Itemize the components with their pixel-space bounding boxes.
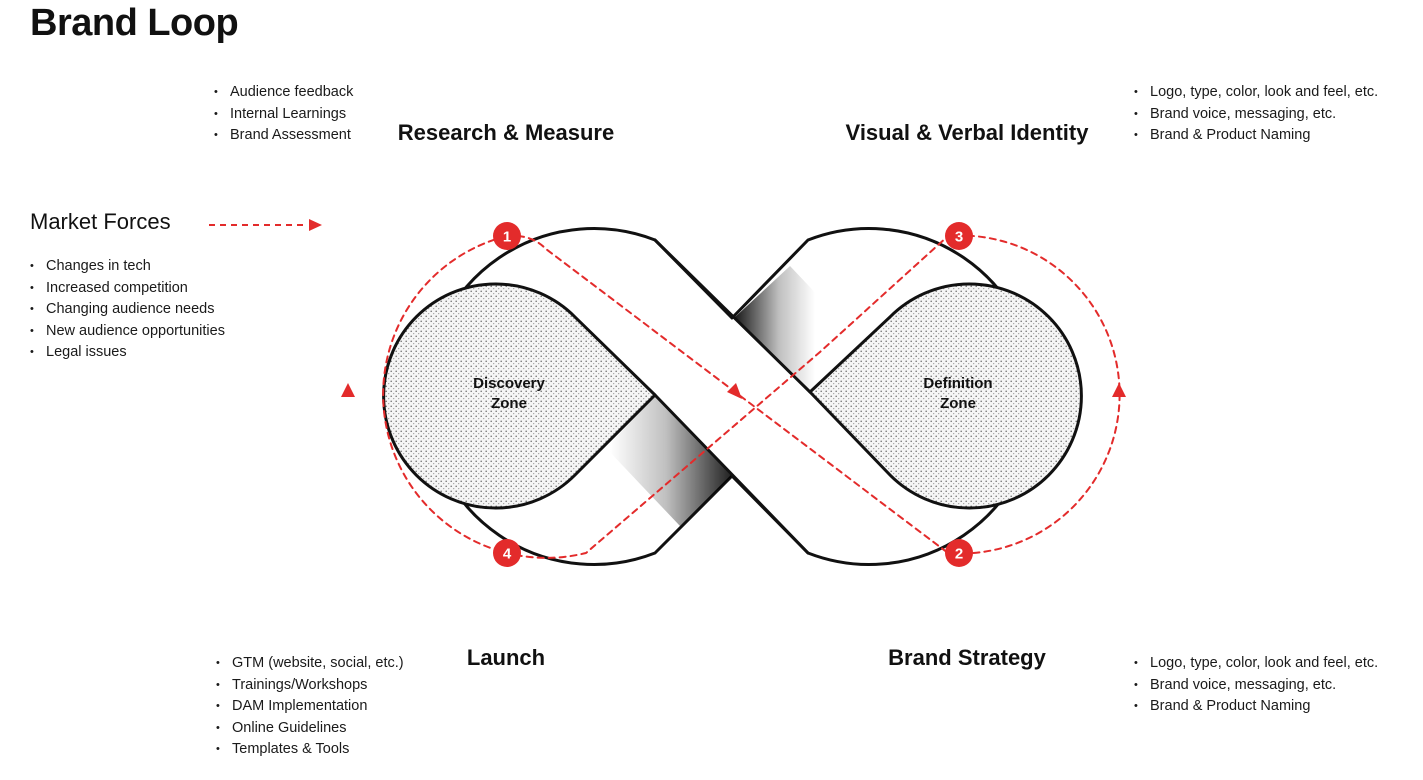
list-item: GTM (website, social, etc.) [216, 653, 404, 675]
overpass-shading [606, 266, 860, 526]
zone-label-line: Discovery [473, 375, 545, 392]
page-title: Brand Loop [30, 2, 239, 44]
list-item: Legal issues [30, 342, 225, 364]
stage-label-strategy: Brand Strategy [888, 645, 1046, 670]
definition-zone-island [808, 282, 1083, 510]
stage-label-identity: Visual & Verbal Identity [845, 120, 1089, 145]
market-forces-bullets: Changes in tech Increased competition Ch… [30, 256, 225, 364]
svg-text:2: 2 [955, 546, 963, 563]
svg-text:1: 1 [503, 229, 511, 246]
list-item: Brand Assessment [214, 125, 353, 147]
list-item: Templates & Tools [216, 739, 404, 761]
brand-loop-path [382, 234, 1121, 559]
definition-zone-label: Definition Zone [923, 374, 992, 414]
list-item: Changing audience needs [30, 299, 225, 321]
market-forces-arrow [209, 219, 322, 231]
identity-bullets: Logo, type, color, look and feel, etc. B… [1134, 82, 1378, 147]
arrow-diagonal-icon [727, 383, 742, 399]
list-item: Brand voice, messaging, etc. [1134, 104, 1378, 126]
step-badge-2: 2 [945, 539, 973, 567]
list-item: Audience feedback [214, 82, 353, 104]
strategy-bullets: Logo, type, color, look and feel, etc. B… [1134, 653, 1378, 718]
arrow-up-left-icon [341, 383, 355, 397]
arrow-up-right-icon [1112, 383, 1126, 397]
list-item: Increased competition [30, 278, 225, 300]
list-item: Changes in tech [30, 256, 225, 278]
zone-label-line: Definition [923, 375, 993, 392]
launch-bullets: GTM (website, social, etc.) Trainings/Wo… [216, 653, 404, 761]
zone-label-line: Zone [491, 395, 527, 412]
stage-label-launch: Launch [466, 645, 546, 670]
list-item: DAM Implementation [216, 696, 404, 718]
step-badge-3: 3 [945, 222, 973, 250]
list-item: Online Guidelines [216, 718, 404, 740]
list-item: New audience opportunities [30, 321, 225, 343]
list-item: Brand & Product Naming [1134, 125, 1378, 147]
svg-text:3: 3 [955, 229, 963, 246]
list-item: Logo, type, color, look and feel, etc. [1134, 82, 1378, 104]
list-item: Internal Learnings [214, 104, 353, 126]
list-item: Brand voice, messaging, etc. [1134, 675, 1378, 697]
zone-label-line: Zone [940, 395, 976, 412]
market-forces-title: Market Forces [30, 209, 171, 234]
list-item: Brand & Product Naming [1134, 696, 1378, 718]
discovery-zone-label: Discovery Zone [473, 374, 545, 414]
svg-text:4: 4 [503, 546, 512, 563]
list-item: Trainings/Workshops [216, 675, 404, 697]
list-item: Logo, type, color, look and feel, etc. [1134, 653, 1378, 675]
step-badge-4: 4 [493, 539, 521, 567]
research-bullets: Audience feedback Internal Learnings Bra… [214, 82, 353, 147]
step-badge-1: 1 [493, 222, 521, 250]
stage-label-research: Research & Measure [397, 120, 615, 145]
